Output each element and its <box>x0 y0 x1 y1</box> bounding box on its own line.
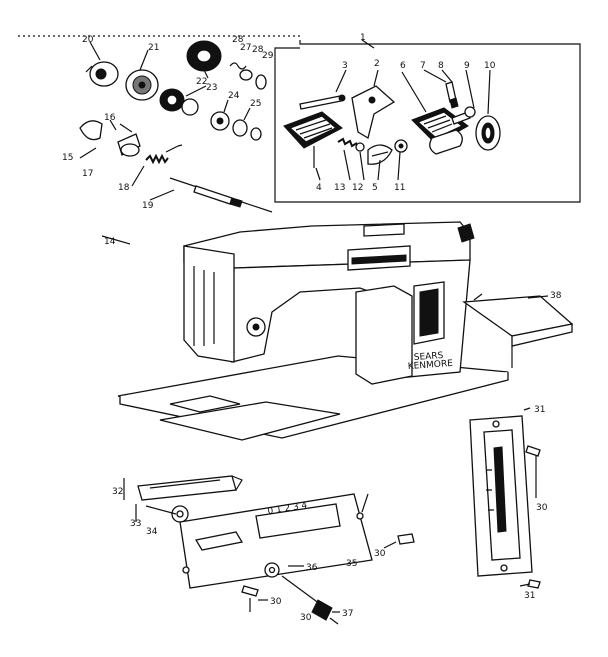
callout-labels: 1 2 3 6 7 8 9 10 4 13 12 5 11 20 21 27 2… <box>62 33 562 623</box>
callout-14: 14 <box>104 237 116 247</box>
callout-9: 9 <box>464 61 470 71</box>
lever-part-2 <box>351 85 396 140</box>
callout-24: 24 <box>228 91 240 101</box>
callout-15: 15 <box>62 153 73 163</box>
screw-part-30-center <box>397 533 415 545</box>
callout-35: 35 <box>346 559 357 569</box>
callout-31a: 31 <box>534 405 545 415</box>
slide-bar-part-32 <box>137 475 243 501</box>
detail-box <box>18 35 581 203</box>
callout-18: 18 <box>118 183 130 193</box>
callout-16: 16 <box>104 113 116 123</box>
callout-10: 10 <box>484 61 496 71</box>
pulley-part-21 <box>125 69 159 101</box>
callout-11: 11 <box>394 183 405 193</box>
shaft-part-16-15 <box>79 120 141 157</box>
discs-part-25 <box>232 119 262 141</box>
callout-22: 22 <box>196 77 207 87</box>
callout-3: 3 <box>342 61 348 71</box>
callout-19: 19 <box>142 201 154 211</box>
callout-12: 12 <box>352 183 363 193</box>
thread-tension-gear-part-22 <box>186 40 222 72</box>
small-parts-27-28-29 <box>229 62 267 90</box>
callout-36: 36 <box>306 563 318 573</box>
callout-30a: 30 <box>536 503 548 513</box>
callout-38: 38 <box>550 291 562 301</box>
stitch-plate-part-35 <box>179 493 373 589</box>
callout-27: 27 <box>240 43 251 53</box>
leader-lines <box>79 39 549 613</box>
callout-17: 17 <box>82 169 93 179</box>
washer-part-23 <box>159 88 199 116</box>
callout-2: 2 <box>374 59 380 69</box>
screw-part-30-lower <box>241 585 259 612</box>
washer-part-36 <box>264 562 280 578</box>
washer-part-34 <box>171 505 189 523</box>
knob-part-37 <box>281 575 339 625</box>
callout-21: 21 <box>148 43 159 53</box>
spring-part-13 <box>337 137 358 148</box>
spring-part-18 <box>145 144 183 165</box>
screw-part-3 <box>299 94 346 110</box>
drawer-part-38 <box>462 293 574 368</box>
spring-part-24 <box>210 111 230 131</box>
tension-plate-part-31 <box>469 415 533 577</box>
callout-23: 23 <box>206 83 217 93</box>
rod-part-19 <box>169 177 273 213</box>
brand-label-sears: SEARS <box>414 351 444 363</box>
cutter-part-5 <box>367 144 393 165</box>
screw-part-30-right <box>525 445 541 457</box>
callout-28a: 28 <box>232 35 244 45</box>
callout-30d: 30 <box>300 613 312 623</box>
sewing-machine-head <box>117 221 509 441</box>
callout-37: 37 <box>342 609 353 619</box>
callout-5: 5 <box>372 183 378 193</box>
callout-7: 7 <box>420 61 426 71</box>
bobbin-winder-part-20 <box>85 61 119 87</box>
brand-label-kenmore: KENMORE <box>408 359 454 372</box>
callout-8: 8 <box>438 61 444 71</box>
callout-33: 33 <box>130 519 141 529</box>
pin-parts-7-8-9 <box>445 81 476 125</box>
callout-13: 13 <box>334 183 345 193</box>
callout-30b: 30 <box>374 549 386 559</box>
nut-part-11-12 <box>355 139 408 153</box>
callout-32: 32 <box>112 487 123 497</box>
callout-29: 29 <box>262 51 274 61</box>
callout-20: 20 <box>82 35 94 45</box>
callout-28b: 28 <box>252 45 264 55</box>
callout-1: 1 <box>360 33 366 43</box>
callout-6: 6 <box>400 61 406 71</box>
pressure-foot-part-4 <box>283 111 343 168</box>
callout-31b: 31 <box>524 591 535 601</box>
callout-4: 4 <box>316 183 322 193</box>
callout-30c: 30 <box>270 597 282 607</box>
callout-25: 25 <box>250 99 261 109</box>
callout-34: 34 <box>146 527 158 537</box>
bushing-part-10 <box>429 115 501 155</box>
